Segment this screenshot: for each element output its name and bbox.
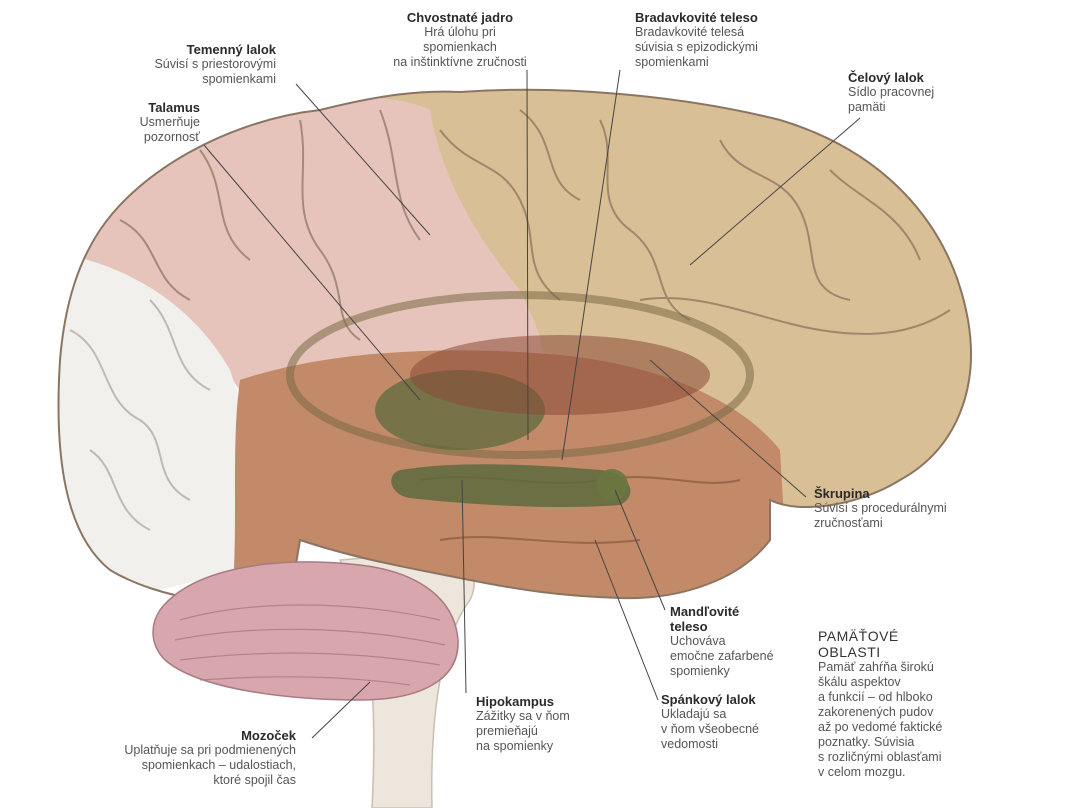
label-chvostnate-jadro: Chvostnaté jadro Hrá úlohu pri spomienka…	[355, 10, 565, 70]
label-title: Talamus	[148, 100, 200, 115]
cerebellum	[152, 561, 459, 701]
label-bradavkovite-teleso: Bradavkovité teleso Bradavkovité telesá …	[635, 10, 825, 70]
label-mandlovite-teleso: Mandľovité teleso Uchováva emočne zafarb…	[670, 604, 820, 679]
label-desc: Uplatňuje sa pri podmienených spomienkac…	[124, 743, 296, 787]
leader-lines	[203, 69, 861, 739]
skrupina-shape	[410, 335, 710, 415]
hipokampus-shape	[391, 464, 631, 508]
parietal-lobe	[80, 98, 545, 420]
label-title: Chvostnaté jadro	[406, 10, 514, 25]
label-title: Mandľovité teleso	[670, 604, 740, 634]
occipital-lobe	[58, 250, 280, 604]
label-desc: Hrá úlohu pri spomienkach na inštinktívn…	[393, 25, 527, 69]
label-title: Čelový lalok	[848, 70, 924, 85]
label-temenny-lalok: Temenný lalok Súvisí s priestorovými spo…	[96, 42, 276, 87]
label-desc: Usmerňuje pozornosť	[139, 115, 200, 144]
label-desc: Zážitky sa v ňom premieňajú na spomienky	[476, 709, 570, 753]
note-heading: PAMÄŤOVÉ OBLASTI	[818, 628, 899, 660]
label-desc: Súvisí s procedurálnymi zručnosťami	[814, 501, 947, 530]
brain-outline	[57, 88, 972, 605]
label-title: Mozoček	[241, 728, 296, 743]
label-talamus: Talamus Usmerňuje pozornosť	[80, 100, 200, 145]
label-desc: Súvisí s priestorovými spomienkami	[154, 57, 276, 86]
label-desc: Ukladajú sa v ňom všeobecné vedomosti	[661, 707, 759, 751]
label-celovy-lalok: Čelový lalok Sídlo pracovnej pamäti	[848, 70, 1008, 115]
label-title: Temenný lalok	[186, 42, 276, 57]
label-title: Bradavkovité teleso	[635, 10, 758, 25]
label-desc: Bradavkovité telesá súvisia s epizodický…	[635, 25, 758, 69]
limbic-arc	[286, 291, 754, 459]
label-hipokampus: Hipokampus Zážitky sa v ňom premieňajú n…	[476, 694, 626, 754]
label-mozocek: Mozoček Uplatňuje sa pri podmienených sp…	[60, 728, 296, 788]
label-desc: Uchováva emočne zafarbené spomienky	[670, 634, 774, 678]
label-title: Škrupina	[814, 486, 870, 501]
note-body: Pamäť zahŕňa širokú škálu aspektov a fun…	[818, 660, 943, 779]
label-skrupina: Škrupina Súvisí s procedurálnymi zručnos…	[814, 486, 1014, 531]
label-desc: Sídlo pracovnej pamäti	[848, 85, 935, 114]
amygdala-shape	[596, 469, 628, 501]
label-title: Hipokampus	[476, 694, 555, 709]
pamatove-oblasti-note: PAMÄŤOVÉ OBLASTI Pamäť zahŕňa širokú šká…	[818, 628, 1018, 780]
label-spankovy-lalok: Spánkový lalok Ukladajú sa v ňom všeobec…	[661, 692, 811, 752]
label-title: Spánkový lalok	[661, 692, 756, 707]
